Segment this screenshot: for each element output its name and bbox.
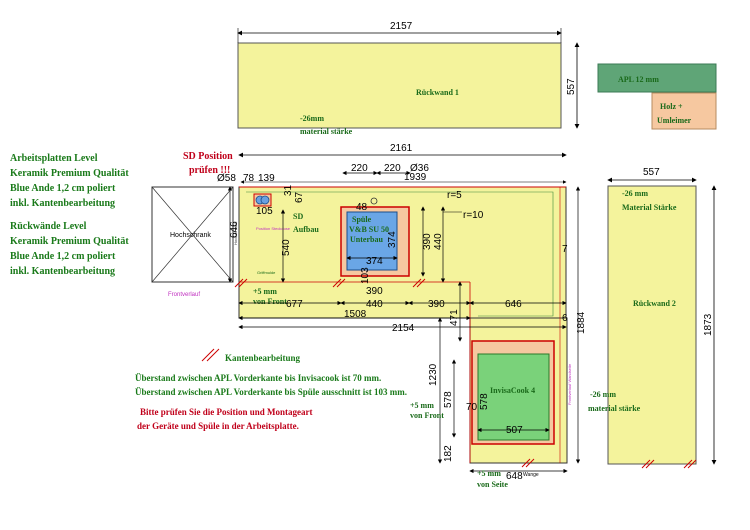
- note-line-4: inkl. Kantenbearbeitung: [10, 198, 116, 209]
- dim-578a: 578: [443, 391, 454, 408]
- material-1-mm: -26mm: [300, 114, 324, 123]
- wange-label: Wange: [523, 472, 539, 478]
- material-2-text: Material Stärke: [622, 203, 677, 212]
- dim-48: 48: [356, 202, 368, 213]
- kanten-note: Kantenbearbeitung: [225, 353, 301, 363]
- frontverlauf-side-label: Frontverlauf Wandseite: [567, 363, 572, 405]
- pruefen-note-2: der Geräte und Spüle in der Arbeitsplatt…: [137, 421, 299, 431]
- dim-6: 6: [562, 313, 568, 324]
- von-front-1: von Front: [253, 297, 287, 306]
- dim-557-rw2: 557: [643, 167, 660, 178]
- dim-471: 471: [449, 309, 460, 326]
- dim-103: 103: [360, 267, 371, 284]
- legend-holz-label: Holz +: [660, 102, 683, 111]
- material-3-text: material stärke: [588, 404, 641, 413]
- aufbau-label: Aufbau: [293, 225, 319, 234]
- dim-440a: 440: [433, 233, 444, 250]
- dim-1508: 1508: [344, 309, 367, 320]
- dim-374-h: 374: [366, 256, 383, 267]
- rueckwand-1-panel: [237, 42, 562, 129]
- dim-58: Ø58: [217, 173, 236, 184]
- sd-position-note: SD Position prüfen !!!: [183, 150, 233, 178]
- r5: r=5: [447, 190, 462, 201]
- frontverlauf-label: Frontverlauf: [168, 292, 200, 298]
- note-line-5: Rückwände Level: [10, 221, 87, 232]
- legend-apl-swatch: [597, 63, 717, 93]
- sink-label-1: Spüle: [352, 215, 372, 224]
- dim-70: 70: [466, 402, 478, 413]
- dim-67: 67: [294, 191, 305, 203]
- sink-basin: [346, 211, 398, 271]
- dim-220a: 220: [351, 163, 368, 174]
- dim-374-v: 374: [387, 231, 398, 248]
- dim-7: 7: [562, 244, 568, 255]
- dim-220b: 220: [384, 163, 401, 174]
- rueckwand-1-label: Rückwand 1: [416, 88, 459, 97]
- rueckwand-2-panel: [607, 185, 697, 465]
- dim-2154: 2154: [392, 323, 415, 334]
- von-seite: von Seite: [477, 480, 508, 489]
- dim-139: 139: [258, 173, 275, 184]
- sd-note-line-1: SD Position: [183, 151, 233, 162]
- dim-1939: 1939: [404, 172, 427, 183]
- invisacook-label: InvisaCook 4: [490, 386, 535, 395]
- ueberstand-note-2: Überstand zwischen APL Vorderkante bis S…: [135, 387, 408, 397]
- dim-78: 78: [243, 173, 255, 184]
- dim-1884: 1884: [576, 311, 587, 334]
- dim-440b: 440: [366, 299, 383, 310]
- note-line-8: inkl. Kantenbearbeitung: [10, 266, 116, 277]
- dim-390c: 390: [428, 299, 445, 310]
- dim-31: 31: [283, 184, 294, 196]
- hochschrank-label: Hochschrank: [170, 232, 211, 239]
- dim-646a: 646: [229, 221, 240, 238]
- dim-1873: 1873: [703, 313, 714, 336]
- legend-apl-label: APL 12 mm: [618, 75, 659, 84]
- pruefen-note-1: Bitte prüfen Sie die Position und Montag…: [140, 407, 313, 417]
- dim-578b: 578: [479, 393, 490, 410]
- dim-540: 540: [281, 239, 292, 256]
- sink-label-2: V&B SU 50: [349, 225, 389, 234]
- dim-105: 105: [256, 206, 273, 217]
- material-3-mm: -26 mm: [590, 390, 616, 399]
- notes-left: Arbeitsplatten Level Keramik Premium Qua…: [10, 151, 129, 279]
- material-1-text: material stärke: [300, 127, 353, 136]
- dim-507: 507: [506, 425, 523, 436]
- dim-677: 677: [286, 299, 303, 310]
- dim-646b: 646: [505, 299, 522, 310]
- r10: r=10: [463, 210, 484, 221]
- von-front-2: von Front: [410, 411, 444, 420]
- sink-label-3: Unterbau: [350, 235, 383, 244]
- dim-2157: 2157: [390, 21, 413, 32]
- legend-umleimer-label: Umleimer: [657, 116, 692, 125]
- dim-1230: 1230: [428, 363, 439, 386]
- dim-36: Ø36: [410, 163, 429, 174]
- sd-note-line-2: prüfen !!!: [189, 165, 231, 176]
- dim-648: 648: [506, 471, 523, 482]
- ueberstand-note-1: Überstand zwischen APL Vorderkante bis I…: [135, 373, 382, 383]
- sd-label: SD: [293, 212, 303, 221]
- note-line-7: Blue Ande 1,2 cm poliert: [10, 251, 116, 262]
- plus5-seite: +5 mm: [477, 469, 501, 478]
- dim-182: 182: [443, 445, 454, 462]
- material-2-mm: -26 mm: [622, 189, 648, 198]
- griffmulde-label: Griffmulde: [257, 270, 276, 275]
- note-line-3: Blue Ande 1,2 cm poliert: [10, 183, 116, 194]
- dim-390a: 390: [422, 233, 433, 250]
- hochschrank-side-label: Hochschrank: [233, 222, 238, 245]
- position-steckdose-label: Position Steckdose: [256, 226, 291, 231]
- plus5-front-2: +5 mm: [410, 401, 434, 410]
- legend-holz-swatch: [651, 92, 717, 130]
- note-line-6: Keramik Premium Qualität: [10, 236, 129, 247]
- dim-390b: 390: [366, 286, 383, 297]
- rueckwand-2-label: Rückwand 2: [633, 299, 676, 308]
- invisacook-plate: [477, 353, 550, 441]
- plus5-front-1: +5 mm: [253, 287, 277, 296]
- note-line-1: Arbeitsplatten Level: [10, 153, 98, 164]
- dim-2161: 2161: [390, 143, 413, 154]
- note-line-2: Keramik Premium Qualität: [10, 168, 129, 179]
- dim-557-rw1: 557: [566, 78, 577, 95]
